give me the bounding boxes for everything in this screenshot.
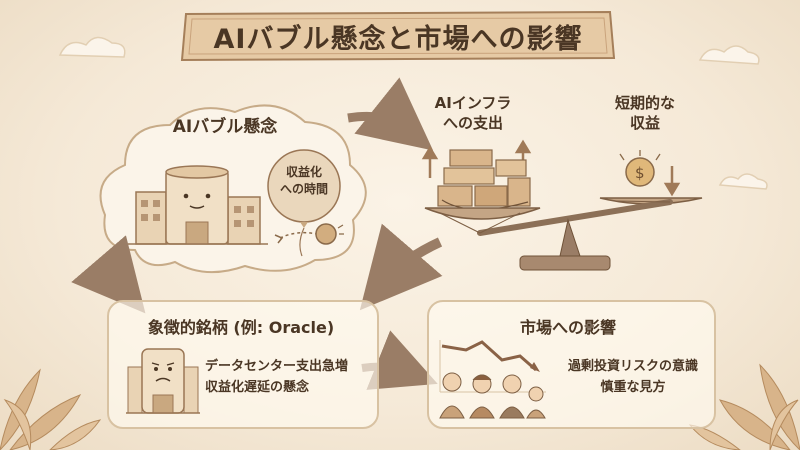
coin-icon <box>315 223 344 245</box>
cloud-icon <box>58 36 768 190</box>
market-panel <box>427 300 716 429</box>
arrow-icon <box>359 223 443 311</box>
market-line-2: 慎重な見方 <box>600 380 666 395</box>
balloon-icon <box>267 149 341 257</box>
market-heading: 市場への影響 <box>519 318 616 337</box>
page-title: AIバブル懸念と市場への影響 <box>213 23 583 55</box>
worried-building-icon <box>126 348 200 414</box>
bubble-heading: AIバブル懸念 <box>172 117 278 137</box>
arrow-icon <box>71 235 146 314</box>
title-banner <box>180 10 616 62</box>
market-line-1: 過剰投資リスクの意識 <box>567 359 698 374</box>
balloon-label: 収益化 への時間 <box>279 165 328 196</box>
symbol-line-2: 収益化遅延の懸念 <box>205 380 310 395</box>
leaf-decoration-icon <box>688 363 800 450</box>
symbol-details: データセンター支出急増 収益化遅延の懸念 <box>205 356 375 398</box>
balance-scale-illustration: $ <box>421 139 703 271</box>
market-details: 過剰投資リスクの意識 慎重な見方 <box>553 356 713 398</box>
svg-text:$: $ <box>635 164 645 182</box>
leaf-decoration-icon <box>0 368 102 450</box>
balance-right-label: 短期的な 収益 <box>614 94 675 132</box>
symbol-line-1: データセンター支出急増 <box>205 359 349 374</box>
symbol-heading: 象徴的銘柄 (例: Oracle) <box>147 318 335 337</box>
balance-left-label: AIインフラ への支出 <box>434 94 512 132</box>
building-illustration <box>128 165 268 245</box>
declining-chart-people-illustration <box>439 340 546 419</box>
dollar-coin-icon <box>625 157 655 187</box>
arrow-icon <box>347 77 434 151</box>
